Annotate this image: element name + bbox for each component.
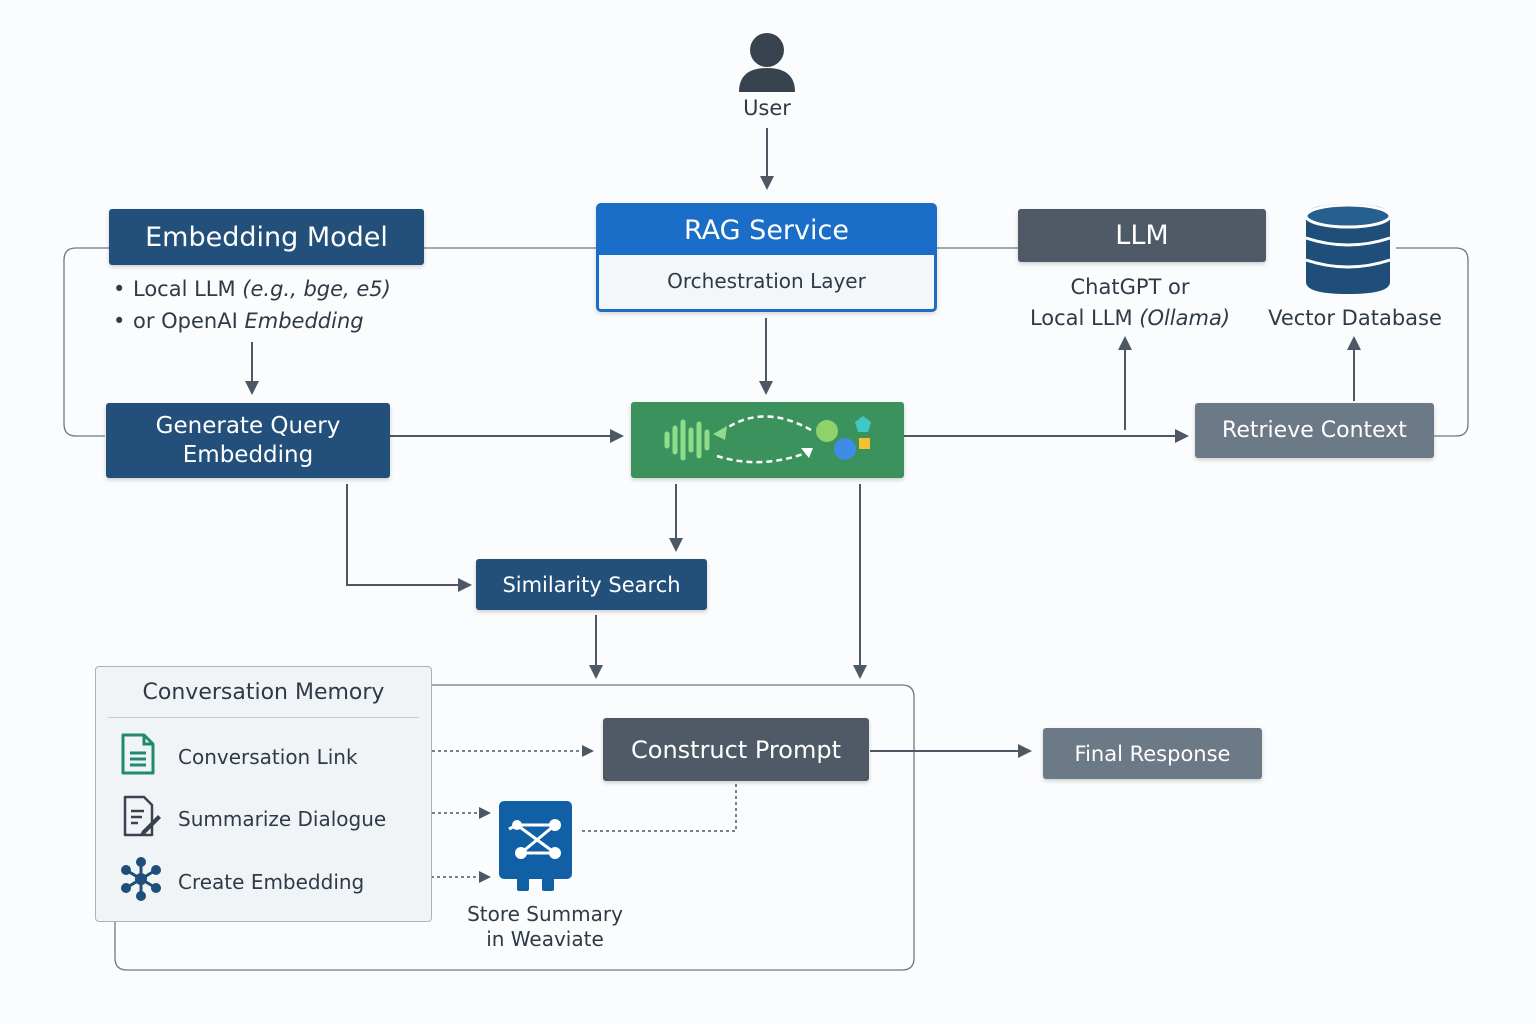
- memory-divider: [108, 717, 419, 718]
- similarity-search-label: Similarity Search: [502, 572, 681, 597]
- construct-prompt-box[interactable]: Construct Prompt: [603, 718, 869, 781]
- waveform-flow-icon: [664, 415, 871, 464]
- rag-service-header: RAG Service: [599, 206, 934, 255]
- llm-description: ChatGPT or Local LLM (Ollama): [1010, 272, 1250, 334]
- memory-item-create-embedding[interactable]: Create Embedding: [120, 857, 364, 906]
- similarity-search-box[interactable]: Similarity Search: [476, 559, 707, 610]
- llm-title: LLM: [1115, 220, 1169, 251]
- rag-service-title: RAG Service: [684, 215, 849, 246]
- embedding-model-box[interactable]: Embedding Model: [109, 209, 424, 265]
- generate-query-line1: Generate Query: [155, 412, 341, 439]
- conversation-memory-panel: Conversation Memory Conversation Link Su: [95, 666, 432, 922]
- memory-item-summarize-dialogue[interactable]: Summarize Dialogue: [122, 795, 386, 842]
- embedding-model-title: Embedding Model: [145, 221, 388, 253]
- embedding-process-node[interactable]: [631, 402, 904, 478]
- memory-item-label: Summarize Dialogue: [178, 806, 387, 831]
- memory-item-label: Conversation Link: [178, 744, 358, 769]
- retrieve-context-box[interactable]: Retrieve Context: [1195, 403, 1434, 458]
- retrieve-context-label: Retrieve Context: [1222, 418, 1407, 443]
- vector-database-label: Vector Database: [1268, 306, 1442, 330]
- memory-item-conversation-link[interactable]: Conversation Link: [120, 733, 358, 780]
- rag-service-box[interactable]: RAG Service Orchestration Layer: [596, 203, 937, 312]
- bullet-italic: Embedding: [244, 309, 364, 333]
- network-icon: [120, 857, 178, 906]
- bullet-item: •or OpenAI Embedding: [113, 309, 364, 333]
- bullet-italic: (e.g., bge, e5): [242, 277, 391, 301]
- bullet-main: Local LLM: [133, 277, 243, 301]
- weaviate-graph-icon[interactable]: [499, 801, 572, 891]
- llm-line1: ChatGPT or: [1070, 275, 1190, 299]
- document-icon: [120, 733, 178, 780]
- database-icon: [1304, 202, 1392, 296]
- user-label: User: [743, 96, 791, 120]
- final-response-box[interactable]: Final Response: [1043, 728, 1262, 779]
- weaviate-label: Store Summary in Weaviate: [455, 902, 635, 952]
- final-response-label: Final Response: [1074, 741, 1231, 766]
- construct-prompt-label: Construct Prompt: [631, 735, 841, 764]
- edit-document-icon: [122, 795, 178, 842]
- generate-query-embedding-box[interactable]: Generate Query Embedding: [106, 403, 390, 478]
- user-icon: [737, 32, 797, 94]
- bullet-main: or OpenAI: [133, 309, 245, 333]
- weaviate-line1: Store Summary: [467, 902, 623, 926]
- generate-query-line2: Embedding: [182, 441, 314, 468]
- embedding-model-bullets: •Local LLM (e.g., bge, e5) •or OpenAI Em…: [113, 277, 391, 341]
- weaviate-line2: in Weaviate: [486, 927, 604, 951]
- memory-item-label: Create Embedding: [178, 869, 365, 894]
- llm-box[interactable]: LLM: [1018, 209, 1266, 262]
- conversation-memory-title: Conversation Memory: [142, 680, 385, 705]
- rag-service-subtitle: Orchestration Layer: [667, 269, 866, 293]
- bullet-item: •Local LLM (e.g., bge, e5): [113, 277, 391, 301]
- llm-line2: Local LLM (Ollama): [1029, 306, 1231, 330]
